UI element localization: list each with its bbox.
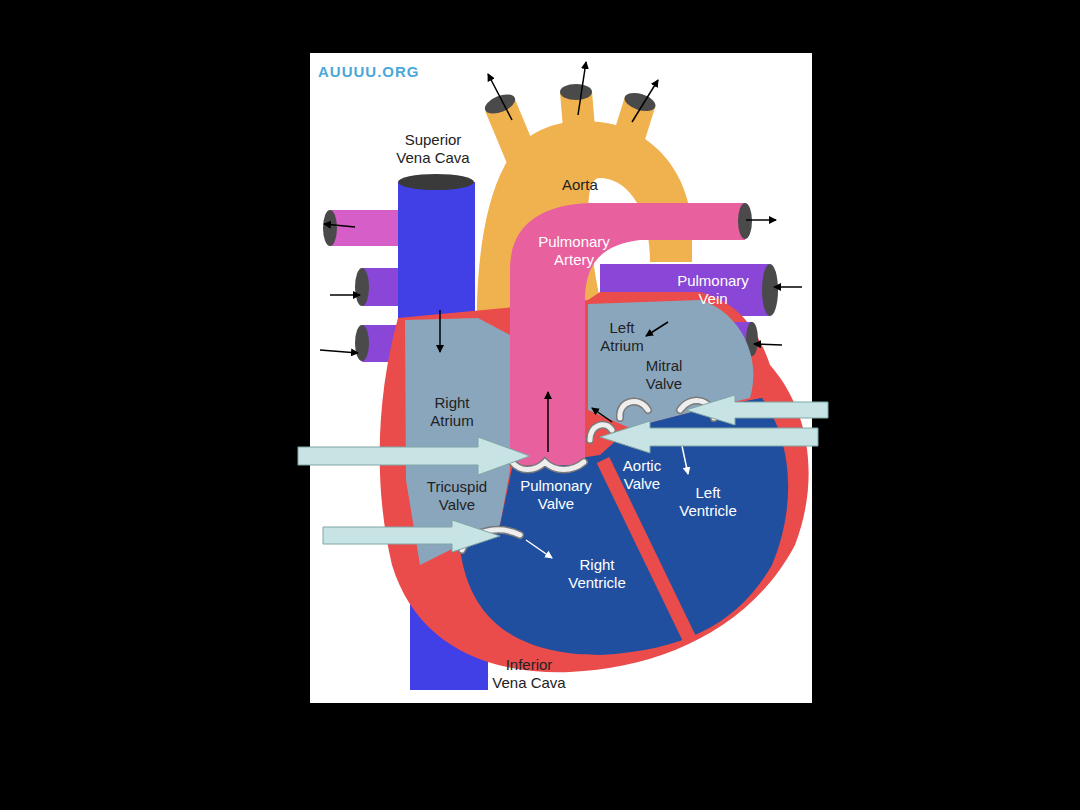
flow-arrow: [324, 224, 355, 227]
flow-arrow: [592, 408, 612, 422]
watermark: AUUUU.ORG: [318, 63, 420, 81]
part-label: Right Atrium: [421, 394, 483, 430]
flow-arrow: [682, 446, 688, 474]
callout-arrow: [323, 520, 500, 552]
heart-valve: [512, 462, 584, 470]
flow-arrow: [488, 74, 512, 120]
pulmonary-vessel: [323, 210, 337, 246]
part-label: Left Ventricle: [672, 484, 744, 520]
part-label: Pulmonary Artery: [531, 233, 617, 269]
heart-wall: [380, 292, 809, 672]
flow-arrow: [646, 322, 668, 336]
part-label: Mitral Valve: [636, 357, 692, 393]
superior-vena-cava: [398, 182, 475, 322]
pulmonary-artery: [510, 203, 752, 465]
superior-vena-cava: [398, 174, 475, 322]
part-label: Left Atrium: [591, 319, 653, 355]
callout-arrow: [600, 421, 818, 453]
flow-arrow: [439, 310, 441, 352]
pulmonary-vessel: [355, 325, 369, 361]
callout-arrow: [298, 395, 828, 552]
part-label: Right Ventricle: [561, 556, 633, 592]
flow-arrow: [632, 80, 658, 122]
part-label: Pulmonary Vein: [669, 272, 757, 308]
callout-arrow: [686, 395, 828, 425]
part-label: Inferior Vena Cava: [488, 656, 570, 692]
flow-arrow: [774, 286, 802, 288]
part-label: Aorta: [562, 176, 598, 194]
heart-wall: [380, 292, 809, 672]
pulmonary-vessel: [762, 264, 778, 316]
heart-chamber: [405, 300, 788, 655]
flow-arrow: [754, 344, 782, 345]
part-label: Pulmonary Valve: [513, 477, 599, 513]
flow-arrow: [547, 392, 549, 452]
aorta: [622, 90, 657, 115]
part-label: Tricuspid Valve: [419, 478, 495, 514]
flow-arrow: [526, 540, 552, 558]
flow-arrow: [330, 294, 360, 296]
part-label: Superior Vena Cava: [392, 131, 474, 167]
flow-arrow: [746, 219, 776, 221]
part-label: Aortic Valve: [614, 457, 670, 493]
aorta: [482, 91, 518, 118]
pulmonary-artery: [738, 203, 752, 239]
pulmonary-vessel: [355, 268, 369, 306]
heart-valve: [462, 401, 714, 550]
flow-arrow: [320, 220, 802, 558]
flow-arrow: [488, 62, 658, 122]
heart-valve: [512, 462, 584, 470]
aorta: [560, 84, 592, 100]
flow-arrow: [320, 350, 358, 353]
callout-arrow: [298, 437, 530, 475]
white-panel: [310, 53, 812, 703]
flow-arrow: [578, 62, 586, 115]
superior-vena-cava: [398, 174, 474, 190]
pulmonary-artery: [510, 203, 745, 465]
